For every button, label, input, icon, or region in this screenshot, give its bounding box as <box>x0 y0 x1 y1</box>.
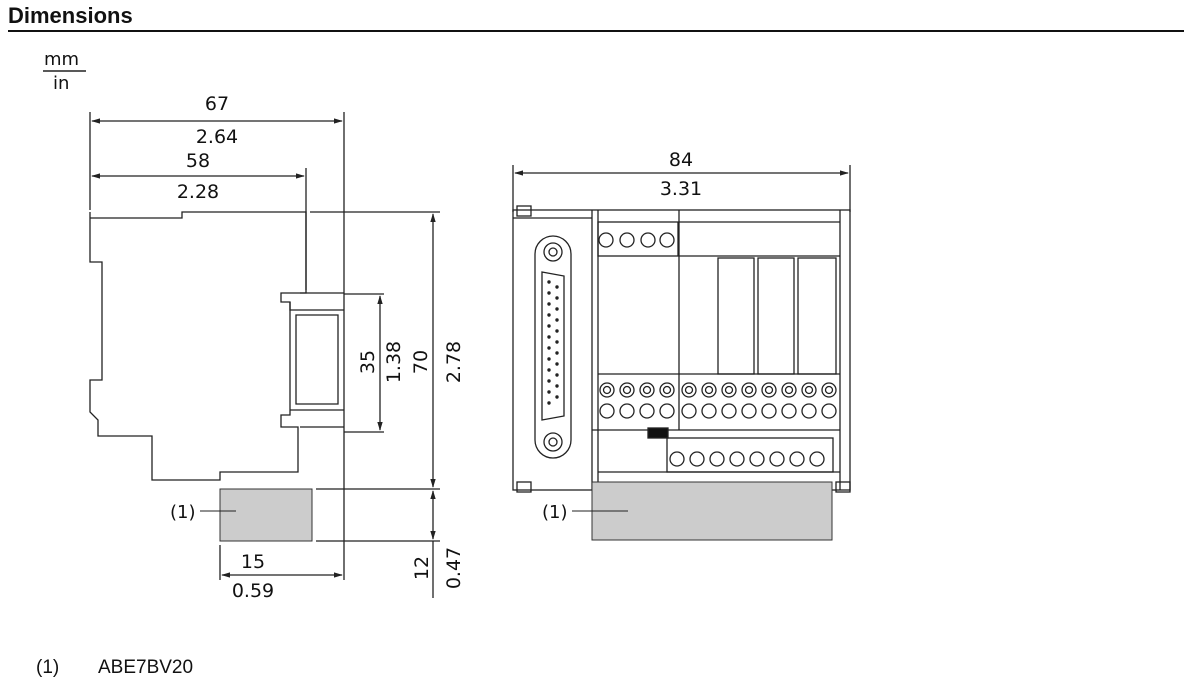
terminal-holes <box>599 403 837 419</box>
dim-15-in: 0.59 <box>232 580 274 602</box>
subd-pins <box>547 280 559 405</box>
unit-in: in <box>53 73 69 94</box>
side-accessory <box>219 488 313 542</box>
legend-number: (1) <box>36 657 60 678</box>
dim-58-mm: 58 <box>186 150 210 172</box>
dim-70-in: 2.78 <box>443 341 465 383</box>
dim-58-in: 2.28 <box>177 181 219 203</box>
dim-35-mm: 35 <box>357 350 379 374</box>
side-view <box>89 112 440 598</box>
side-callout-1: (1) <box>170 502 196 523</box>
dim-35-in: 1.38 <box>383 341 405 383</box>
side-din-clip <box>289 302 344 411</box>
dim-84-mm: 84 <box>669 149 693 171</box>
dim-84-in: 3.31 <box>660 178 702 200</box>
unit-mm: mm <box>44 49 79 70</box>
dim-12-in: 0.47 <box>443 547 465 589</box>
terminal-screws <box>599 382 837 398</box>
side-view-labels: 67 2.64 58 2.28 15 0.59 (1) 35 1.38 70 2… <box>170 93 465 602</box>
dim-15-mm: 15 <box>241 551 265 573</box>
units-fraction: mm in <box>43 49 86 94</box>
legend-text: ABE7BV20 <box>98 657 194 678</box>
side-body-outline <box>89 211 307 481</box>
section-title: Dimensions <box>8 3 133 28</box>
front-view <box>512 165 851 541</box>
front-accessory <box>591 481 833 541</box>
dim-67-mm: 67 <box>205 93 229 115</box>
dim-67-in: 2.64 <box>196 126 238 148</box>
front-callout-1: (1) <box>542 502 568 523</box>
dim-12-mm: 12 <box>411 556 433 580</box>
dim-70-mm: 70 <box>410 350 432 374</box>
subd-connector <box>534 235 572 459</box>
title-rule <box>8 30 1184 32</box>
front-view-labels: 84 3.31 (1) <box>542 149 702 523</box>
lower-terminal-holes <box>669 451 825 467</box>
